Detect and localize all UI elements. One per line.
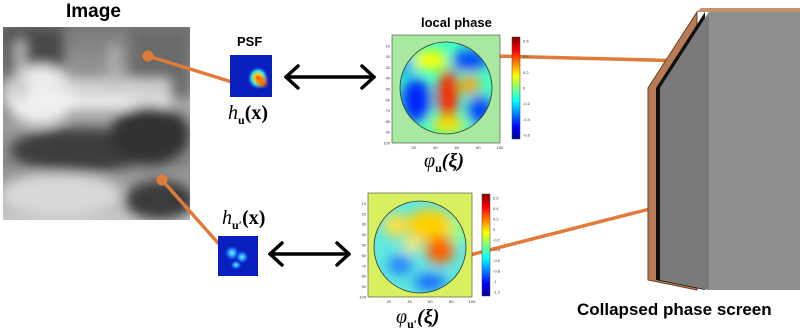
colorbar-tick-label: -0.2 [523, 101, 531, 106]
y-tick-label: 80 [386, 119, 391, 124]
collapsed-phase-screen [647, 8, 800, 291]
phi-u-formula: φu(ξ) [424, 150, 465, 175]
y-tick-label: 40 [386, 76, 391, 81]
x-tick-label: 60 [455, 145, 460, 150]
colorbar-tick-label: 0.6 [493, 196, 499, 201]
phase-map-bottom-ticks: 10 20 30 40 50 60 70 80 90 100 20 40 60 80 100 0.6 0.4 0.… [359, 196, 500, 305]
psf-title: PSF [237, 34, 263, 49]
y-tick-label: 10 [386, 43, 391, 48]
colorbar-tick-label: 0.4 [493, 206, 499, 211]
x-tick-label: 40 [433, 145, 438, 150]
h-u-prime-formula: hu′(x) [222, 207, 266, 232]
h-u-formula: hu(x) [228, 102, 269, 127]
y-tick-label: 90 [386, 130, 391, 135]
connector-image-to-psf-top [146, 54, 234, 84]
y-tick-label: 100 [359, 295, 366, 300]
x-tick-label: 60 [428, 299, 433, 304]
y-tick-label: 60 [362, 253, 367, 258]
phase-map-top [391, 34, 521, 144]
colorbar-tick-label: -1 [493, 279, 497, 284]
y-tick-label: 20 [362, 211, 367, 216]
image-title: Image [66, 1, 121, 22]
x-tick-label: 80 [449, 299, 454, 304]
double-arrow-bottom [268, 241, 351, 267]
psf-top [230, 55, 272, 97]
colorbar-tick-label: -0.4 [493, 248, 501, 253]
y-tick-label: 90 [362, 284, 367, 289]
colorbar-tick-label: -1.2 [493, 290, 501, 295]
phi-u-prime-formula: φu′(ξ) [396, 306, 440, 331]
colorbar-tick-label: 0 [493, 227, 496, 232]
y-tick-label: 50 [362, 243, 367, 248]
y-tick-label: 60 [386, 97, 391, 102]
y-tick-label: 100 [383, 141, 390, 146]
phase-map-bottom [367, 192, 491, 298]
colorbar-tick-label: -0.8 [493, 269, 501, 274]
blurred-image [3, 27, 190, 220]
colorbar-tick-label: -0.2 [493, 237, 501, 242]
y-tick-label: 50 [386, 87, 391, 92]
colorbar-tick-label: -0.6 [523, 133, 531, 138]
phase-map-top-ticks: 10 20 30 40 50 60 70 80 90 100 20 40 60 80 100 0.6 0.4 0.… [383, 39, 530, 151]
y-tick-label: 30 [386, 65, 391, 70]
y-tick-label: 20 [386, 54, 391, 59]
x-tick-label: 20 [411, 145, 416, 150]
y-tick-label: 70 [362, 263, 367, 268]
x-tick-label: 80 [476, 145, 481, 150]
colorbar-tick-label: 0.2 [523, 70, 529, 75]
x-tick-label: 20 [387, 299, 392, 304]
colorbar-tick-label: 0.6 [523, 39, 529, 44]
colorbar-tick-label: -0.4 [523, 117, 531, 122]
colorbar-tick-label: 0 [523, 86, 526, 91]
y-tick-label: 30 [362, 222, 367, 227]
connector-image-to-psf-bottom [160, 178, 220, 245]
psf-bottom [218, 236, 258, 276]
y-tick-label: 80 [362, 274, 367, 279]
x-tick-label: 100 [497, 145, 504, 150]
colorbar-tick-label: -0.6 [493, 258, 501, 263]
x-tick-label: 40 [407, 299, 412, 304]
colorbar-tick-label: 0.2 [493, 216, 499, 221]
y-tick-label: 10 [362, 201, 367, 206]
colorbar-tick-label: 0.4 [523, 54, 529, 59]
collapsed-phase-screen-label: Collapsed phase screen [577, 300, 772, 319]
y-tick-label: 70 [386, 108, 391, 113]
double-arrow-top [284, 64, 376, 90]
x-tick-label: 100 [469, 299, 476, 304]
y-tick-label: 40 [362, 232, 367, 237]
local-phase-title: local phase [421, 15, 492, 30]
